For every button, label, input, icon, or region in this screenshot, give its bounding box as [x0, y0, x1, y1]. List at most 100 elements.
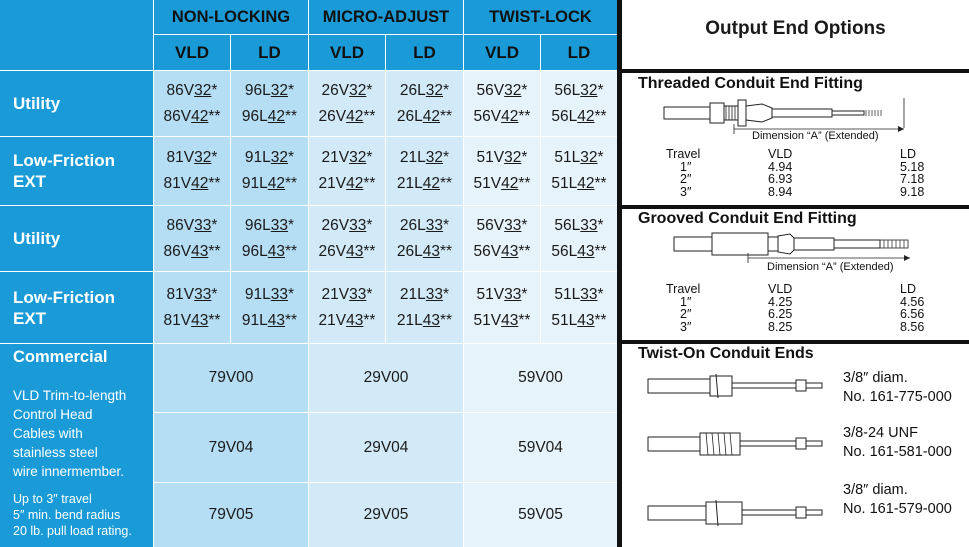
grooved-title: Grooved Conduit End Fitting — [638, 210, 857, 227]
part-number-cell: 81V32*81V42** — [154, 137, 230, 205]
subheader-vld: VLD — [464, 35, 540, 70]
part-number-suffix: 32 — [580, 149, 598, 166]
part-number: 51L33* — [554, 282, 603, 308]
part-number-cell: 86V32*86V42** — [154, 71, 230, 136]
part-number-footnote: * — [597, 216, 604, 234]
part-number-footnote: ** — [208, 107, 221, 125]
part-number-prefix: 96L — [241, 242, 268, 260]
twist-on-title: Twist-On Conduit Ends — [638, 345, 814, 362]
part-number-suffix: 43 — [346, 242, 364, 260]
part-number-cell: 96L32*96L42** — [231, 71, 308, 136]
part-number-prefix: 51V — [476, 149, 505, 166]
commercial-part-number: 29V05 — [309, 483, 463, 547]
commercial-spec-line: Up to 3″ travel — [13, 492, 92, 506]
part-number-prefix: 81V — [163, 175, 192, 192]
part-number-footnote: * — [211, 285, 218, 303]
part-number-prefix: 21V — [321, 285, 350, 303]
twist-on-drawing-2 — [647, 432, 823, 456]
part-number: 26V33* — [322, 213, 373, 239]
part-number-suffix: 42 — [267, 107, 286, 125]
threaded-dimension-label: Dimension “A” (Extended) — [752, 130, 879, 142]
part-number-cell: 21V32*21V42** — [309, 137, 385, 205]
part-number-prefix: 86V — [163, 107, 192, 125]
part-number-suffix: 32 — [270, 149, 289, 166]
part-number-footnote: ** — [518, 311, 531, 329]
part-number-footnote: ** — [440, 107, 453, 125]
part-number: 86V33* — [167, 213, 218, 239]
twist-on-spec-1: 3/8″ diam. — [843, 370, 908, 386]
part-number-suffix: 43 — [191, 242, 209, 260]
part-number-footnote: ** — [518, 175, 531, 192]
part-number-footnote: * — [597, 149, 604, 166]
twist-on-part-2: No. 161-581-000 — [843, 444, 952, 460]
part-number-prefix: 26L — [399, 81, 426, 99]
panel-title: Output End Options — [705, 18, 886, 39]
part-number-suffix: 43 — [191, 311, 209, 329]
dimension-cell: Travel — [666, 147, 701, 161]
subheader-ld: LD — [541, 35, 617, 70]
part-number-suffix: 32 — [349, 149, 367, 166]
part-number-footnote: ** — [440, 175, 453, 192]
part-number: 21L32* — [400, 145, 449, 171]
part-number-footnote: ** — [440, 242, 453, 260]
part-number-prefix: 26V — [318, 242, 347, 260]
group-header-twist-lock: TWIST-LOCK — [464, 0, 617, 34]
part-number: 21L42** — [397, 171, 452, 197]
dimension-cell: LD — [900, 282, 916, 296]
commercial-spec-line: 5″ min. bend radius — [13, 508, 121, 522]
part-number-footnote: ** — [594, 107, 607, 125]
part-number-footnote: * — [521, 216, 528, 234]
subheader-ld: LD — [231, 35, 308, 70]
part-number-suffix: 42 — [422, 175, 441, 192]
part-number-prefix: 51V — [473, 175, 502, 192]
grooved-fitting-drawing — [673, 232, 909, 256]
part-number: 91L43** — [242, 308, 297, 334]
dimension-cell: 9.18 — [900, 184, 925, 199]
part-number-prefix: 26V — [321, 216, 350, 234]
twist-on-spec-3: 3/8″ diam. — [843, 482, 908, 498]
part-number-suffix: 43 — [267, 242, 286, 260]
dimension-cell: 1″ — [680, 294, 692, 309]
threaded-dimension-arrow — [733, 124, 904, 134]
part-number: 56L43** — [551, 239, 606, 265]
part-number-prefix: 51L — [551, 311, 578, 329]
grooved-dimension-arrow — [747, 253, 910, 263]
separator — [622, 340, 969, 344]
part-number: 21V32* — [322, 145, 373, 171]
part-number-prefix: 56V — [476, 81, 505, 99]
part-number-prefix: 51L — [554, 149, 581, 166]
part-number-footnote: ** — [208, 175, 221, 192]
part-number-footnote: * — [211, 149, 218, 166]
part-number-prefix: 56L — [554, 216, 581, 234]
dimension-cell: 5.18 — [900, 159, 925, 174]
commercial-part-number: 29V04 — [309, 413, 463, 482]
part-number-prefix: 56V — [473, 242, 502, 260]
threaded-fitting-drawing — [663, 98, 905, 128]
part-number-footnote: ** — [363, 311, 376, 329]
part-number: 56V43** — [474, 239, 531, 265]
group-header-nonlocking: NON-LOCKING — [154, 0, 308, 34]
part-number-prefix: 56L — [554, 81, 581, 99]
part-number-footnote: * — [288, 81, 295, 99]
dimension-cell: VLD — [768, 147, 793, 161]
part-number-prefix: 21V — [321, 149, 350, 166]
dimension-cell: 6.56 — [900, 307, 925, 321]
commercial-description-line: wire innermember. — [13, 464, 125, 479]
part-number-suffix: 42 — [577, 175, 595, 192]
part-number-prefix: 81V — [166, 149, 195, 166]
part-number-suffix: 43 — [501, 311, 519, 329]
part-number-prefix: 81V — [166, 285, 195, 303]
part-number-suffix: 42 — [191, 175, 209, 192]
dimension-cell: 8.94 — [768, 184, 793, 199]
part-number-prefix: 91L — [241, 175, 268, 192]
row-label-line: Utility — [13, 229, 61, 248]
part-number: 86V43** — [164, 239, 221, 265]
part-number-suffix: 32 — [504, 149, 522, 166]
part-number: 51V33* — [477, 282, 528, 308]
dimension-cell: VLD — [768, 282, 793, 296]
dimension-cell: 2″ — [680, 307, 692, 321]
part-number-prefix: 86V — [166, 216, 195, 234]
